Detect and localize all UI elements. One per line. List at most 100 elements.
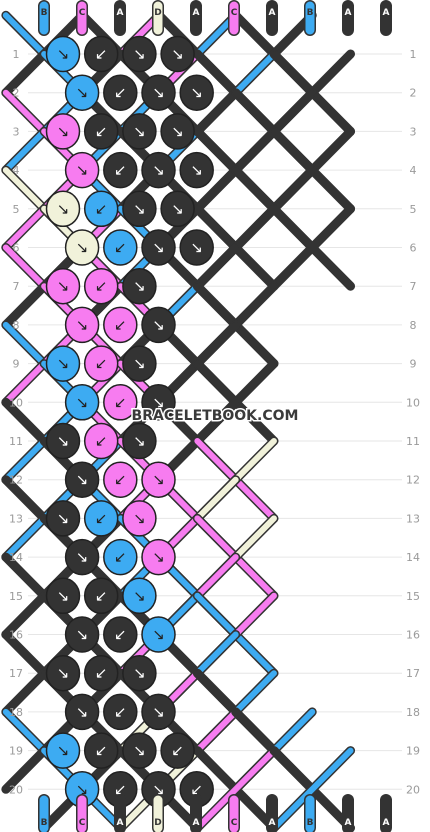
knot-arrow-icon: ↘ bbox=[76, 393, 89, 411]
knot bbox=[179, 229, 214, 266]
row-number-left: 3 bbox=[13, 125, 20, 138]
knot bbox=[64, 461, 100, 498]
knot bbox=[122, 577, 157, 615]
knot bbox=[45, 35, 81, 73]
knot-arrow-icon: ↘ bbox=[57, 509, 70, 527]
knot-arrow-icon: ↘ bbox=[76, 548, 89, 566]
knot bbox=[103, 306, 138, 344]
knot-arrow-icon: ↘ bbox=[133, 277, 146, 295]
knot bbox=[160, 35, 195, 73]
knot-arrow-icon: ↘ bbox=[57, 432, 70, 450]
row-number-left: 7 bbox=[13, 280, 20, 293]
knot bbox=[45, 113, 81, 150]
knot bbox=[160, 732, 195, 769]
row-number-left: 4 bbox=[13, 164, 20, 177]
knot bbox=[64, 538, 100, 576]
strand-letter: A bbox=[269, 818, 276, 828]
knot bbox=[103, 384, 138, 421]
row-number-right: 19 bbox=[406, 745, 420, 758]
knot-arrow-icon: ↘ bbox=[57, 45, 70, 63]
knot-arrow-icon: ↘ bbox=[133, 200, 146, 218]
thread-segment bbox=[270, 205, 354, 290]
knot-arrow-icon: ↘ bbox=[76, 316, 89, 334]
row-number-left: 1 bbox=[13, 48, 20, 61]
row-number-left: 6 bbox=[13, 242, 20, 255]
knot-arrow-icon: ↘ bbox=[76, 84, 89, 102]
row-number-left: 5 bbox=[13, 203, 20, 216]
row-number-left: 10 bbox=[9, 396, 23, 409]
row-number-right: 13 bbox=[406, 512, 420, 525]
knot bbox=[83, 190, 119, 228]
knot-arrow-icon: ↘ bbox=[57, 200, 70, 218]
knot-arrow-icon: ↘ bbox=[152, 548, 165, 566]
knot bbox=[141, 384, 176, 421]
knot-arrow-icon: ↘ bbox=[133, 742, 146, 760]
strand-letter: B bbox=[307, 818, 314, 828]
knot-arrow-icon: ↘ bbox=[57, 587, 70, 605]
knot bbox=[103, 74, 138, 111]
knot bbox=[141, 538, 176, 576]
knot-arrow-icon: ↘ bbox=[133, 122, 146, 140]
knot bbox=[83, 113, 119, 150]
knot bbox=[64, 616, 100, 653]
knot bbox=[103, 693, 138, 731]
row-number-right: 8 bbox=[410, 319, 417, 332]
knot bbox=[45, 654, 81, 692]
row-number-left: 16 bbox=[9, 629, 23, 642]
strand-letter: D bbox=[154, 8, 161, 18]
knot bbox=[103, 616, 138, 653]
knot-arrow-icon: ↙ bbox=[95, 587, 108, 605]
row-number-right: 5 bbox=[410, 203, 417, 216]
strand-letter: C bbox=[231, 8, 238, 18]
row-number-right: 6 bbox=[410, 242, 417, 255]
knot-arrow-icon: ↘ bbox=[152, 84, 165, 102]
knot-arrow-icon: ↙ bbox=[114, 239, 127, 257]
knot-arrow-icon: ↘ bbox=[152, 393, 165, 411]
knot-arrow-icon: ↘ bbox=[171, 200, 184, 218]
knot-arrow-icon: ↙ bbox=[95, 200, 108, 218]
row-number-right: 15 bbox=[406, 590, 420, 603]
knot bbox=[83, 267, 119, 305]
watermark: BRACELETBOOK.COM bbox=[132, 408, 299, 424]
knot bbox=[64, 384, 100, 421]
knot-arrow-icon: ↘ bbox=[57, 742, 70, 760]
row-number-left: 8 bbox=[13, 319, 20, 332]
knot bbox=[141, 693, 176, 731]
knot bbox=[141, 306, 176, 344]
strand-letter: A bbox=[345, 818, 352, 828]
knot bbox=[122, 500, 157, 537]
knot-arrow-icon: ↘ bbox=[76, 239, 89, 257]
row-number-left: 11 bbox=[9, 435, 23, 448]
row-number-right: 9 bbox=[410, 358, 417, 371]
knot-arrow-icon: ↙ bbox=[114, 84, 127, 102]
row-number-left: 20 bbox=[9, 783, 23, 796]
knot-arrow-icon: ↙ bbox=[95, 45, 108, 63]
knot-arrow-icon: ↘ bbox=[76, 471, 89, 489]
strand-letter: B bbox=[41, 8, 48, 18]
knot bbox=[141, 461, 176, 498]
knot-arrow-icon: ↘ bbox=[190, 239, 203, 257]
row-number-right: 16 bbox=[406, 629, 420, 642]
knot bbox=[141, 616, 176, 653]
row-number-left: 2 bbox=[13, 87, 20, 100]
knot bbox=[103, 151, 138, 189]
knot-arrow-icon: ↘ bbox=[133, 432, 146, 450]
knot bbox=[83, 345, 119, 382]
knot bbox=[103, 461, 138, 498]
knot-arrow-icon: ↙ bbox=[114, 316, 127, 334]
row-number-right: 1 bbox=[410, 48, 417, 61]
knot-arrow-icon: ↘ bbox=[152, 626, 165, 644]
knot bbox=[83, 732, 119, 769]
knot-arrow-icon: ↙ bbox=[171, 742, 184, 760]
knot bbox=[122, 345, 157, 382]
row-number-right: 2 bbox=[410, 87, 417, 100]
row-number-left: 19 bbox=[9, 745, 23, 758]
row-number-right: 11 bbox=[406, 435, 420, 448]
knot-arrow-icon: ↙ bbox=[114, 780, 127, 798]
knot bbox=[45, 345, 81, 382]
knot bbox=[64, 693, 100, 731]
knot-arrow-icon: ↘ bbox=[76, 626, 89, 644]
knot bbox=[122, 267, 157, 305]
